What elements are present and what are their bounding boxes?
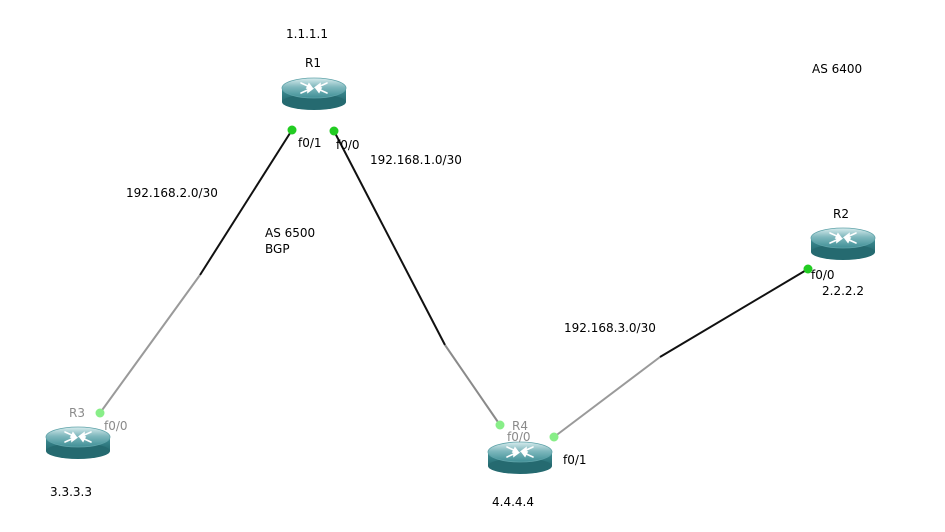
port-r3-f0-0-dot: [95, 408, 105, 418]
router-r3-loopback: 3.3.3.3: [50, 485, 92, 499]
if-label-r4-f0-1: f0/1: [563, 453, 587, 467]
router-r1-loopback: 1.1.1.1: [286, 27, 328, 41]
port-r4-f0-0-dot: [495, 420, 505, 430]
link-r1-r3: [99, 129, 293, 414]
router-r2[interactable]: R2 2.2.2.2: [810, 207, 876, 298]
router-r2-name: R2: [833, 207, 849, 221]
subnet-label-r4-r2: 192.168.3.0/30: [564, 321, 656, 335]
router-r1-name: R1: [305, 56, 321, 70]
port-r2-f0-0-dot: [803, 264, 813, 274]
router-r1[interactable]: R1 1.1.1.1: [281, 27, 347, 111]
link-r1-r4: [333, 130, 501, 426]
if-label-r1-f0-0: f0/0: [336, 138, 360, 152]
router-r4-name: R4: [512, 419, 528, 433]
subnet-label-r1-r4: 192.168.1.0/30: [370, 153, 462, 167]
if-label-r1-f0-1: f0/1: [298, 136, 322, 150]
router-r4[interactable]: R4 4.4.4.4: [487, 419, 553, 509]
as-6500-label: AS 6500: [265, 226, 315, 240]
port-r1-f0-1-dot: [287, 125, 297, 135]
port-r1-f0-0-dot: [329, 126, 339, 136]
bgp-label: BGP: [265, 242, 290, 256]
subnet-label-r1-r3: 192.168.2.0/30: [126, 186, 218, 200]
link-r4-r2: [553, 268, 809, 438]
port-r4-f0-1-dot: [549, 432, 559, 442]
if-label-r3-f0-0: f0/0: [104, 419, 128, 433]
router-r4-loopback: 4.4.4.4: [492, 495, 534, 509]
if-label-r4-f0-0: f0/0: [507, 430, 531, 444]
if-label-r2-f0-0: f0/0: [811, 268, 835, 282]
router-r3[interactable]: R3 3.3.3.3: [45, 406, 111, 499]
router-r3-name: R3: [69, 406, 85, 420]
as-6400-label: AS 6400: [812, 62, 862, 76]
router-r2-loopback: 2.2.2.2: [822, 284, 864, 298]
